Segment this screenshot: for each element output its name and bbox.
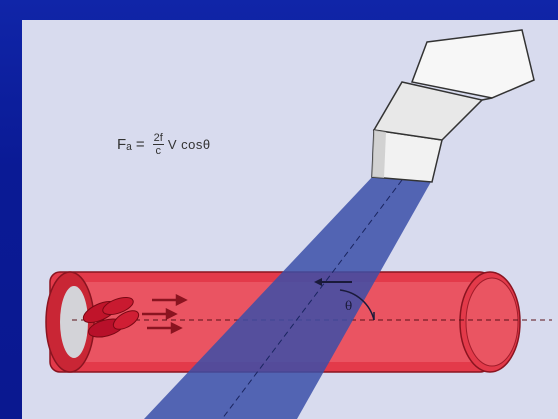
formula-rhs: V cosθ xyxy=(167,137,211,152)
formula-numerator: 2f xyxy=(152,132,164,145)
angle-label: θ xyxy=(345,299,352,313)
ultrasound-beam xyxy=(144,175,432,419)
transducer-probe xyxy=(371,29,535,183)
red-blood-cells xyxy=(82,296,140,338)
formula-fraction: 2f c xyxy=(152,132,164,157)
doppler-diagram: θ xyxy=(45,29,552,419)
formula-lhs: Fₐ = xyxy=(117,136,145,153)
doppler-formula: Fₐ = 2f c V cosθ xyxy=(117,132,211,157)
diagram-panel: θ Fₐ = 2f c V cosθ xyxy=(22,20,558,419)
angle-marker: θ xyxy=(314,278,375,321)
formula-denominator: c xyxy=(155,145,162,157)
vessel-lumen xyxy=(60,286,88,358)
flow-arrows xyxy=(142,293,188,335)
